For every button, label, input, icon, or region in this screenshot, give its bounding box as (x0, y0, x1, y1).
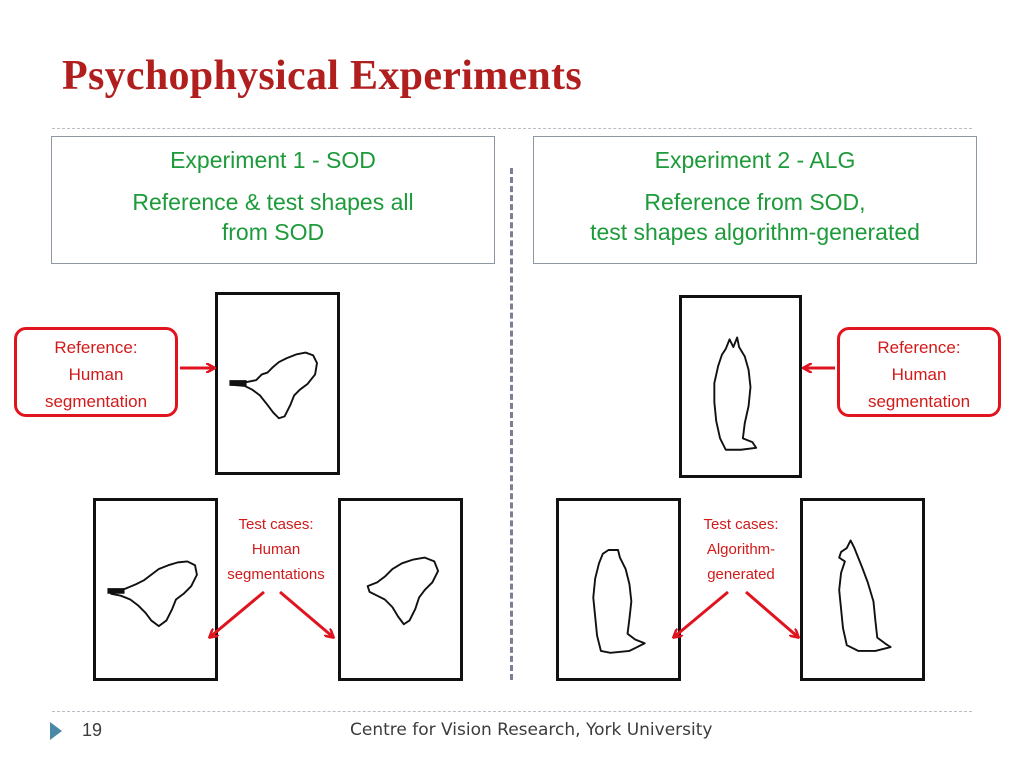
left-reference-shape (215, 292, 340, 475)
page-number: 19 (82, 720, 103, 740)
experiment-2-box: Experiment 2 - ALG Reference from SOD, t… (533, 136, 977, 264)
right-test-arrow-2 (745, 590, 798, 637)
slide-title: Psychophysical Experiments (62, 53, 582, 99)
experiment-2-description: Reference from SOD, test shapes algorith… (534, 187, 976, 247)
right-test-label-line-1: Test cases: (703, 516, 779, 533)
right-callout-line-2: Human (891, 365, 947, 384)
left-callout-line-1: Reference: (54, 338, 138, 357)
left-test-arrow-2 (279, 590, 333, 637)
right-test-label-line-3: generated (707, 566, 775, 583)
right-test-label-line-2: Algorithm- (706, 541, 776, 558)
center-divider (510, 168, 513, 680)
left-test-label-line-3: segmentations (227, 566, 325, 583)
right-test-cases-label: Test cases: Algorithm- generated (683, 512, 799, 587)
right-test-shape-1 (556, 498, 681, 681)
left-test-label-line-2: Human (251, 541, 301, 558)
bird-outline-icon (366, 556, 440, 626)
right-callout-line-1: Reference: (877, 338, 961, 357)
footer-text: Centre for Vision Research, York Univers… (350, 720, 713, 740)
experiment-1-box: Experiment 1 - SOD Reference & test shap… (51, 136, 495, 264)
experiment-2-description-line-2: test shapes algorithm-generated (590, 219, 920, 245)
experiment-1-description-line-1: Reference & test shapes all (132, 189, 414, 215)
right-reference-shape (679, 295, 802, 478)
left-test-cases-label: Test cases: Human segmentations (214, 512, 338, 587)
left-reference-callout: Reference: Human segmentation (14, 327, 178, 417)
left-test-label-line-1: Test cases: (238, 516, 314, 533)
penguin-outline-icon (592, 549, 646, 654)
footer-divider (52, 711, 972, 712)
experiment-1-heading: Experiment 1 - SOD (170, 147, 376, 173)
left-test-arrow-1 (210, 590, 265, 637)
left-callout-line-2: Human (68, 365, 124, 384)
right-test-arrow-1 (674, 590, 729, 637)
penguin-outline-icon (713, 336, 758, 451)
left-test-shape-1 (93, 498, 218, 681)
left-callout-line-3: segmentation (44, 392, 148, 411)
right-callout-line-3: segmentation (867, 392, 971, 411)
experiment-2-description-line-1: Reference from SOD, (644, 189, 866, 215)
experiment-1-description-line-2: from SOD (221, 219, 325, 245)
left-test-shape-2 (338, 498, 463, 681)
penguin-outline-icon (838, 539, 892, 652)
triangle-bullet-icon (50, 722, 62, 740)
right-test-shape-2 (800, 498, 925, 681)
title-divider (52, 128, 972, 129)
experiment-2-heading: Experiment 2 - ALG (654, 147, 856, 173)
bird-outline-icon (107, 560, 198, 628)
experiment-1-description: Reference & test shapes all from SOD (52, 187, 494, 247)
bird-outline-icon (229, 351, 318, 420)
right-reference-callout: Reference: Human segmentation (837, 327, 1001, 417)
